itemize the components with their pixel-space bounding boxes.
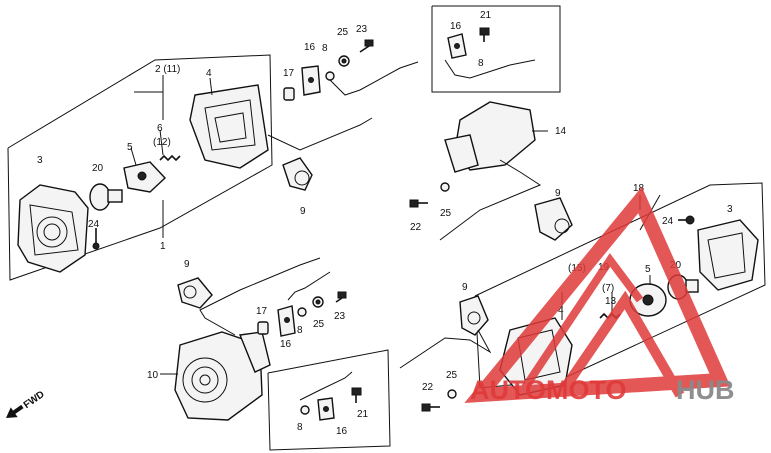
socket-9-lower-left (177, 277, 213, 309)
socket-9-lower-right (399, 295, 492, 369)
socket-9-upper (282, 157, 313, 191)
label-16-lower: 16 (280, 339, 292, 350)
label-25-lower-right: 25 (446, 370, 458, 381)
nut-25-upper (338, 55, 350, 67)
signal-14-rear-left (439, 101, 548, 241)
label-6: 6 (157, 123, 163, 134)
bolt-22-lower (421, 403, 440, 412)
label-10: 10 (147, 370, 159, 381)
label-21-lower-inset: 21 (357, 409, 369, 420)
label-9-upper: 9 (300, 206, 306, 217)
fwd-label: FWD (22, 389, 47, 411)
lens-3-front-left (17, 184, 89, 273)
label-5-front-left: 5 (127, 142, 133, 153)
label-25-lower: 25 (313, 319, 325, 330)
label-18: 18 (633, 183, 645, 194)
label-4-rear-right: 4 (558, 305, 564, 316)
label-9-lower-left: 9 (184, 259, 190, 270)
watermark-logo (464, 186, 731, 403)
label-24-front-left: 24 (88, 219, 100, 230)
label-20-front-left: 20 (92, 163, 104, 174)
spring-6-front-left (159, 154, 181, 162)
label-13: 13 (605, 296, 617, 307)
lower-inset (267, 349, 391, 451)
label-16-lower-inset: 16 (336, 426, 348, 437)
housing-4-front-left (189, 84, 269, 169)
label-25-mid: 25 (440, 208, 452, 219)
label-23-lower: 23 (334, 311, 346, 322)
label-23-upper: 23 (356, 24, 368, 35)
screw-21-inset (479, 27, 490, 42)
label-16-inset-top: 16 (450, 21, 462, 32)
upper-wiring-parts (282, 39, 419, 191)
washer-8-upper (325, 71, 335, 81)
label-17-upper: 17 (283, 68, 295, 79)
label-2-11: 2 (11) (155, 64, 180, 75)
lens-3-rear-right (697, 219, 759, 291)
fwd-arrow-icon: FWD (6, 389, 47, 418)
label-8-lower: 8 (297, 325, 303, 336)
label-24-rear-right: 24 (662, 216, 674, 227)
label-25-upper: 25 (337, 27, 349, 38)
label-8-inset-top: 8 (478, 58, 484, 69)
label-4-front-left: 4 (206, 68, 212, 79)
socket-5-front-left (123, 161, 166, 193)
nut-25-lower-right (447, 389, 457, 399)
label-7: (7) (602, 283, 614, 294)
lower-wiring-parts (257, 271, 347, 337)
bulb-20-front-left (89, 183, 123, 211)
label-16-upper: 16 (304, 42, 316, 53)
label-22-mid: 22 (410, 222, 422, 233)
label-8-lower-inset: 8 (297, 422, 303, 433)
label-9-lower-right: 9 (462, 282, 468, 293)
grommet-17-upper (283, 87, 295, 101)
signal-10-front-right (160, 257, 321, 421)
label-12: (12) (153, 137, 171, 148)
socket-9-mid-right (534, 197, 573, 241)
upper-right-inset (431, 5, 561, 93)
label-17-lower: 17 (256, 306, 268, 317)
label-3-rear-right: 3 (727, 204, 733, 215)
nut-25-mid (440, 182, 450, 192)
watermark-text-red: AUTOMOTO (470, 375, 627, 405)
label-5-rear-right: 5 (645, 264, 651, 275)
label-14: 14 (555, 126, 567, 137)
bolt-22-mid (409, 199, 428, 208)
screw-21-lower-inset (351, 387, 362, 403)
label-9-mid-right: 9 (555, 188, 561, 199)
bolt-23-upper (359, 39, 374, 53)
label-21-inset-top: 21 (480, 10, 492, 21)
screw-24-rear-right (678, 215, 695, 225)
label-1: 1 (160, 241, 166, 252)
label-3-front-left: 3 (37, 155, 43, 166)
label-22-lower: 22 (422, 382, 434, 393)
screw-24-front-left (92, 228, 100, 250)
clamp-16-upper (301, 65, 321, 96)
label-8-upper: 8 (322, 43, 328, 54)
front-left-signal-assembly (7, 54, 373, 281)
watermark-text-gray: HUB (676, 375, 735, 405)
